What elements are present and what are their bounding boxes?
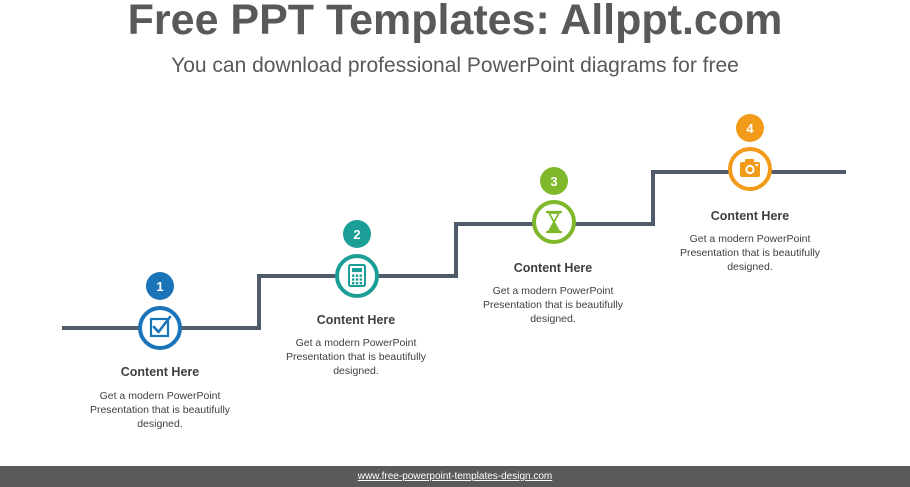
step-4-heading: Content Here xyxy=(710,209,790,223)
step-1-number-badge xyxy=(146,272,174,300)
step-3-number: 3 xyxy=(550,174,557,189)
step-2-node: 2 xyxy=(335,220,379,298)
step-3-text: Get a modern PowerPoint Presentation tha… xyxy=(482,285,624,325)
step-3-heading: Content Here xyxy=(513,261,593,275)
step-3-node: 3 xyxy=(532,167,576,244)
step-2-heading: Content Here xyxy=(316,313,396,327)
step-4-node: 4 xyxy=(728,114,772,191)
step-1-text: Get a modern PowerPoint Presentation tha… xyxy=(89,390,231,430)
staircase-line xyxy=(62,170,846,330)
footer-link[interactable]: www.free-powerpoint-templates-design.com xyxy=(357,471,553,482)
step-4-text: Get a modern PowerPoint Presentation tha… xyxy=(679,233,821,273)
step-2-number: 2 xyxy=(353,227,360,242)
page-subtitle: You can download professional PowerPoint… xyxy=(171,54,739,77)
step-1-heading: Content Here xyxy=(120,365,200,379)
step-2-number-badge xyxy=(343,220,371,248)
camera-icon xyxy=(740,159,760,177)
step-1-node: 1 xyxy=(138,272,182,350)
step-4-number-badge xyxy=(736,114,764,142)
step-4-number: 4 xyxy=(746,121,754,136)
calculator-icon xyxy=(348,264,366,287)
step-1-number: 1 xyxy=(156,279,163,294)
checkbox-icon xyxy=(149,315,172,338)
hourglass-icon xyxy=(545,210,563,234)
footer-bar xyxy=(0,466,910,487)
page-title: Free PPT Templates: Allppt.com xyxy=(127,0,783,44)
step-2-text: Get a modern PowerPoint Presentation tha… xyxy=(285,337,427,377)
step-3-number-badge xyxy=(540,167,568,195)
